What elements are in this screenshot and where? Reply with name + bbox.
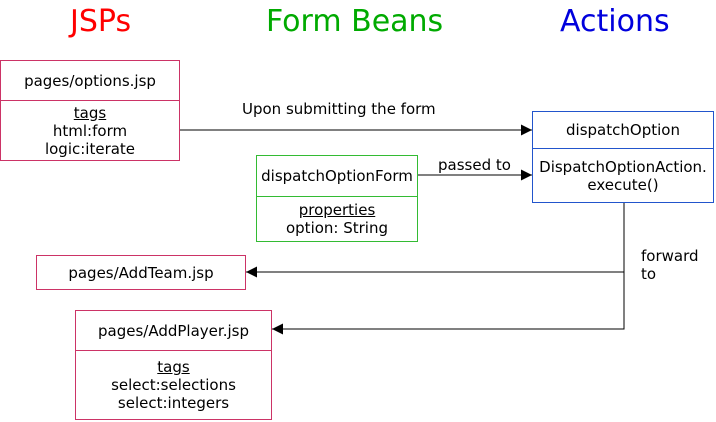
addplayer-jsp-tag: select:integers: [117, 394, 230, 412]
dispatch-action-node: dispatchOption DispatchOptionAction. exe…: [532, 111, 714, 203]
addplayer-jsp-title: pages/AddPlayer.jsp: [98, 321, 249, 340]
options-jsp-node: pages/options.jsp tags html:form logic:i…: [0, 60, 180, 161]
addteam-jsp-node: pages/AddTeam.jsp: [36, 255, 246, 290]
forward-edge-label-line: to: [641, 265, 657, 283]
addplayer-jsp-node: pages/AddPlayer.jsp tags select:selectio…: [75, 310, 272, 420]
forward-edge-label-line: forward: [641, 247, 699, 265]
options-jsp-title: pages/options.jsp: [24, 71, 156, 90]
dispatch-action-title: dispatchOption: [566, 121, 680, 139]
addteam-jsp-title: pages/AddTeam.jsp: [68, 263, 214, 282]
options-jsp-tag: logic:iterate: [44, 139, 136, 158]
options-jsp-tag: html:form: [52, 121, 128, 140]
addplayer-jsp-tags-heading: tags: [157, 358, 190, 376]
dispatch-form-properties-heading: properties: [298, 201, 376, 219]
heading-actions: Actions: [560, 4, 670, 39]
forward-addplayer-arrow: [272, 272, 625, 335]
submit-edge-label: Upon submitting the form: [242, 100, 436, 118]
dispatch-form-property: option: String: [285, 219, 389, 237]
dispatch-action-method: execute(): [587, 175, 659, 194]
options-jsp-tags-heading: tags: [73, 103, 107, 122]
dispatch-action-class: DispatchOptionAction.: [539, 157, 707, 176]
forward-edge-label: forward to: [641, 247, 699, 283]
dispatch-form-title: dispatchOptionForm: [261, 167, 413, 185]
heading-jsps: JSPs: [70, 4, 132, 39]
dispatch-form-node: dispatchOptionForm properties option: St…: [256, 155, 418, 242]
addplayer-jsp-tag: select:selections: [111, 376, 236, 394]
heading-form-beans: Form Beans: [266, 4, 444, 39]
passed-to-edge-label: passed to: [438, 156, 511, 174]
